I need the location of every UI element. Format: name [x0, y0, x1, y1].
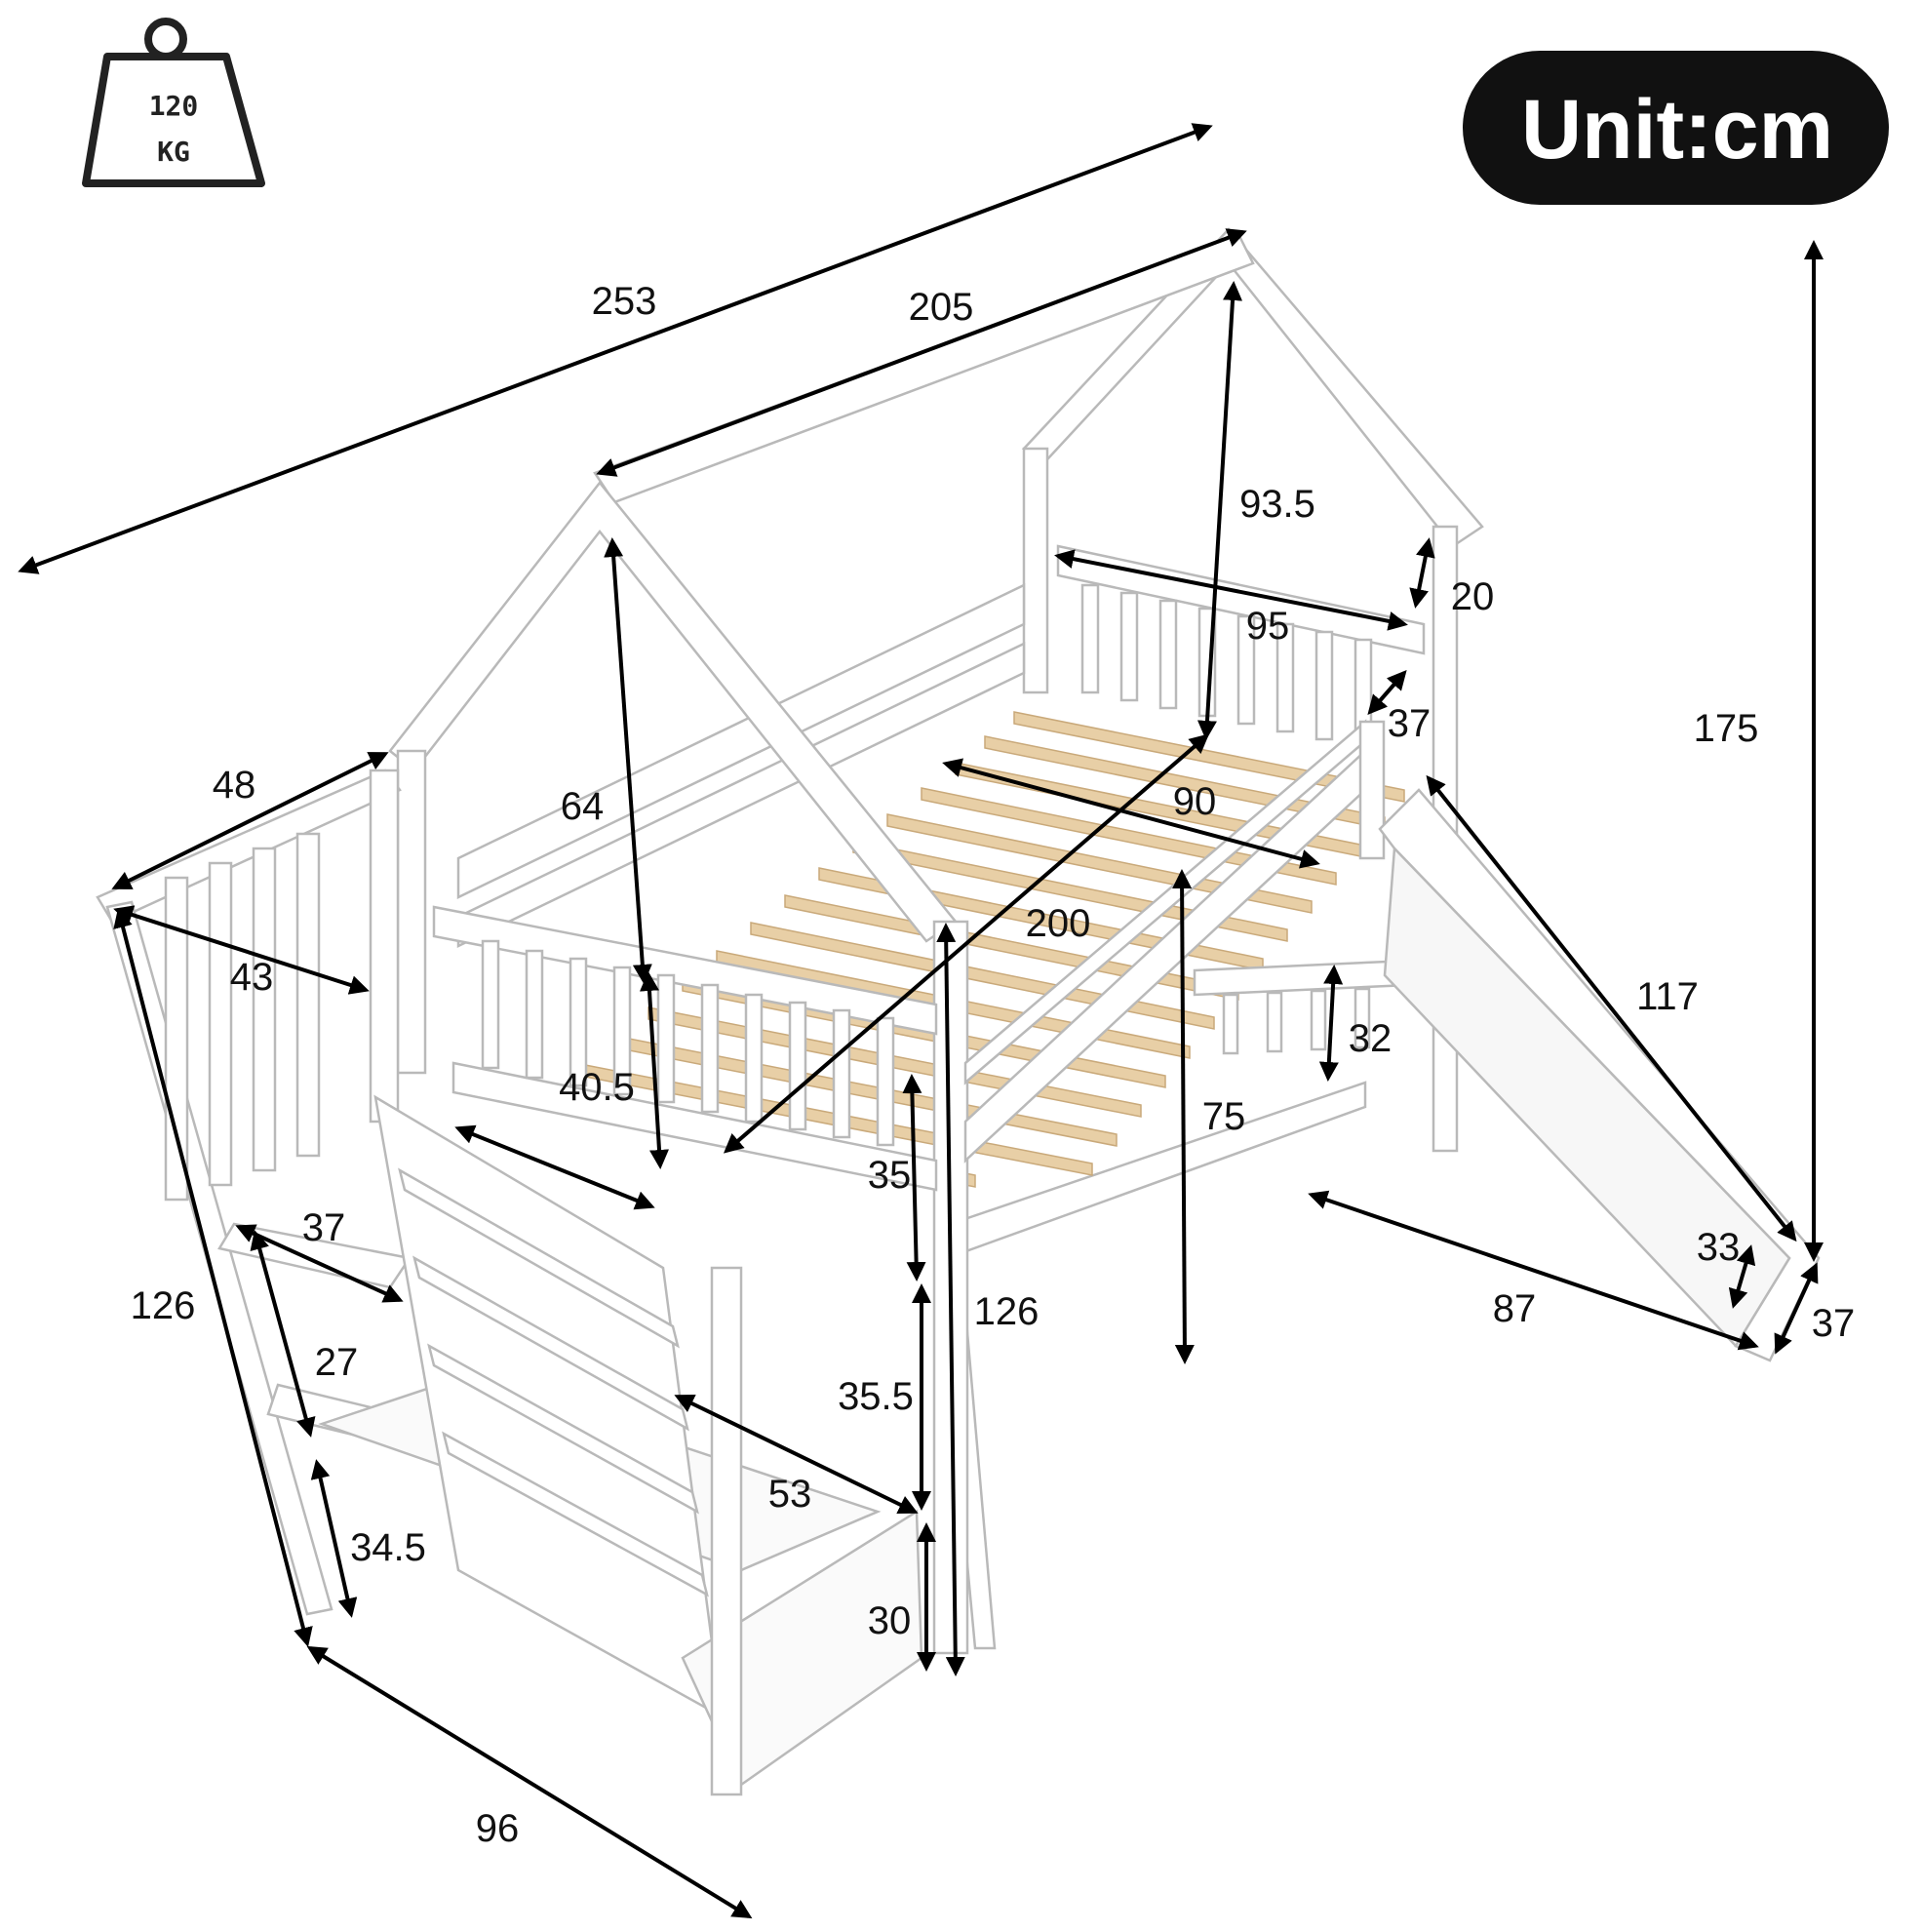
label-roof-length: 205	[909, 286, 974, 329]
under-rail	[1193, 959, 1411, 997]
right-guard-post	[1358, 720, 1386, 860]
label-under-rail: 32	[1349, 1017, 1392, 1060]
label-slide: 117	[1636, 975, 1699, 1018]
arrow-stair-top	[111, 752, 389, 889]
unit-text: Unit:cm	[1521, 83, 1833, 177]
arrow-step-width	[674, 1394, 919, 1515]
arrow-under-clearance	[1172, 869, 1195, 1364]
label-total-height: 175	[1694, 707, 1759, 750]
unit-badge: Unit:cm	[1463, 51, 1889, 205]
label-end-rail: 95	[1246, 605, 1290, 648]
arrow-roof-height	[1196, 281, 1243, 740]
arrow-head-guard	[1367, 669, 1407, 716]
label-roof-height: 93.5	[1239, 483, 1315, 526]
label-slide-width: 37	[1812, 1302, 1856, 1345]
label-stair-top: 48	[213, 764, 256, 807]
stair-back-post	[369, 769, 400, 1124]
arrow-gable-height	[604, 537, 652, 984]
arrow-side-gap	[902, 1074, 926, 1281]
arrow-base-depth	[306, 1645, 753, 1919]
dimension-arrows	[18, 123, 1824, 1919]
under-rail-bars	[1222, 987, 1371, 1055]
front-post-left	[396, 749, 427, 1075]
weight-unit: KG	[157, 136, 190, 168]
arrow-rail-post	[1409, 537, 1435, 609]
label-stair-height: 126	[131, 1284, 196, 1327]
arrow-step-27	[250, 1230, 316, 1438]
arrow-slide-side	[1728, 1244, 1756, 1309]
arrow-stair-height	[113, 908, 313, 1647]
label-post-height: 126	[974, 1290, 1039, 1333]
arrow-slide-width	[1774, 1262, 1819, 1355]
label-step-27: 27	[315, 1341, 359, 1384]
label-bottom-step: 30	[868, 1599, 912, 1642]
label-base-depth: 96	[476, 1807, 520, 1850]
label-stair-rail: 43	[230, 956, 274, 999]
label-mattress-width: 90	[1173, 780, 1217, 823]
dimension-labels: 253 205 93.5 95 20 37 175 48 64 90 200 4…	[131, 280, 1856, 1850]
label-gable-height: 64	[561, 785, 605, 828]
label-step-34-5: 34.5	[350, 1526, 426, 1569]
weight-badge: 120 KG	[82, 18, 265, 187]
arrow-slide	[1426, 774, 1797, 1242]
label-slide-side: 33	[1697, 1226, 1741, 1269]
arrow-under-rail	[1318, 965, 1344, 1082]
label-step-depth: 37	[302, 1206, 346, 1249]
label-step-width: 53	[768, 1473, 812, 1516]
stair-front-post-right	[710, 1266, 743, 1796]
ridge-beam	[593, 232, 1255, 504]
label-side-gap: 35	[868, 1154, 912, 1197]
arrow-inner-front	[454, 1124, 655, 1210]
arrow-mattress-length	[723, 733, 1210, 1154]
label-step-35-5: 35.5	[838, 1375, 914, 1418]
arrow-guard-height	[640, 971, 669, 1169]
arrow-step-34-5	[310, 1459, 358, 1618]
label-under-clearance: 75	[1202, 1095, 1246, 1138]
label-total-length: 253	[592, 280, 657, 323]
label-guard-height: 40.5	[559, 1066, 635, 1109]
arrow-slide-foot	[1308, 1190, 1759, 1351]
label-rail-post: 20	[1451, 575, 1495, 618]
back-post-left	[1022, 447, 1049, 694]
label-head-guard: 37	[1388, 702, 1432, 745]
arrow-post-height	[936, 923, 965, 1676]
arrow-end-rail	[1054, 549, 1408, 631]
arrow-roof-length	[596, 228, 1247, 477]
back-side-rail	[456, 583, 1026, 899]
label-slide-foot: 87	[1493, 1287, 1537, 1330]
weight-value: 120	[149, 90, 199, 122]
ladder-rungs	[398, 1167, 709, 1597]
label-mattress-length: 200	[1026, 902, 1091, 945]
